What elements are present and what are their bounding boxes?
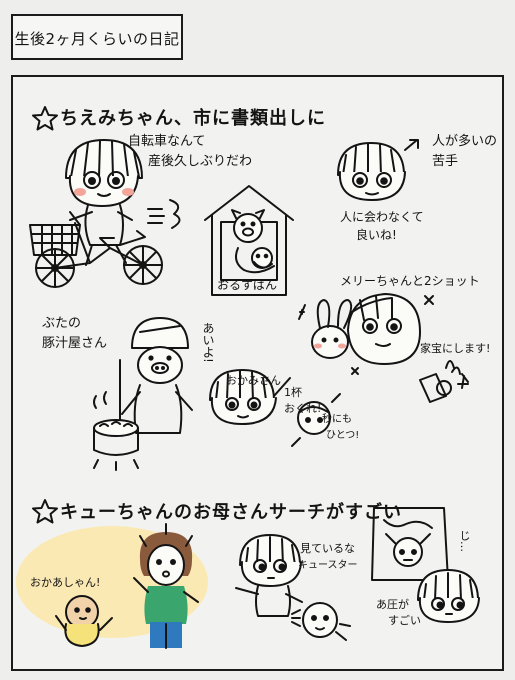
mom-baby-drawing [16, 523, 208, 649]
ippai-line2: おくれ! [284, 402, 322, 415]
chiemi-bike-drawing [29, 139, 181, 288]
looking-line1: 見ているな [300, 542, 355, 555]
ji-note: じ… [458, 530, 471, 552]
merry-note: メリーちゃんと2ショット [340, 274, 480, 288]
okami-note: おかみさん [226, 374, 281, 387]
chiemi-with-merry [298, 293, 469, 403]
pig-cook-drawing [93, 317, 193, 471]
looking-line2: キュースター [298, 560, 358, 571]
nobody-note-line2: 良いね! [356, 228, 397, 242]
okaasan-note: おかあしゃん! [30, 576, 101, 589]
sparkle-icon [351, 367, 359, 375]
pressure-drawing [371, 507, 480, 623]
butcher-note-line1: ぶたの [42, 316, 82, 331]
hitotsu-line2: ひとつ! [326, 430, 360, 441]
hitotsu-line1: 秒にも [322, 414, 352, 425]
house-sign: おるすばん [217, 278, 278, 292]
chiemi-face-right [337, 139, 419, 201]
title-box: 生後2ヶ月くらいの日記 [11, 14, 183, 60]
star-icon [32, 499, 58, 524]
page-title: 生後2ヶ月くらいの日記 [14, 30, 180, 48]
atsu-line2: すごい [388, 614, 421, 627]
butcher-note-line2: 豚汁屋さん [42, 336, 108, 351]
crowd-note-line1: 人が多いの [432, 134, 498, 149]
aiyo-note: あいよ! [201, 322, 215, 363]
sparkle-icon [298, 304, 306, 320]
ippai-line1: 1杯 [284, 386, 302, 399]
chiemi-peek-drawing [235, 534, 351, 641]
house-drawing [204, 185, 294, 296]
section1-heading: ちえみちゃん、市に書類出しに [60, 108, 326, 129]
nobody-note-line1: 人に会わなくて [340, 210, 424, 224]
star-icon [32, 106, 58, 131]
crowd-note-line2: 苦手 [432, 154, 459, 169]
bike-note-line2: 産後久しぶりだわ [148, 154, 253, 169]
section2-heading: キューちゃんのお母さんサーチがすごい [60, 502, 402, 523]
chiemi-kyu-order [209, 369, 341, 447]
bike-note-line1: 自転車なんて [128, 134, 206, 149]
sparkle-icon [424, 295, 434, 305]
atsu-line1: あ圧が [376, 598, 409, 611]
treasure-note: 家宝にします! [420, 342, 491, 355]
